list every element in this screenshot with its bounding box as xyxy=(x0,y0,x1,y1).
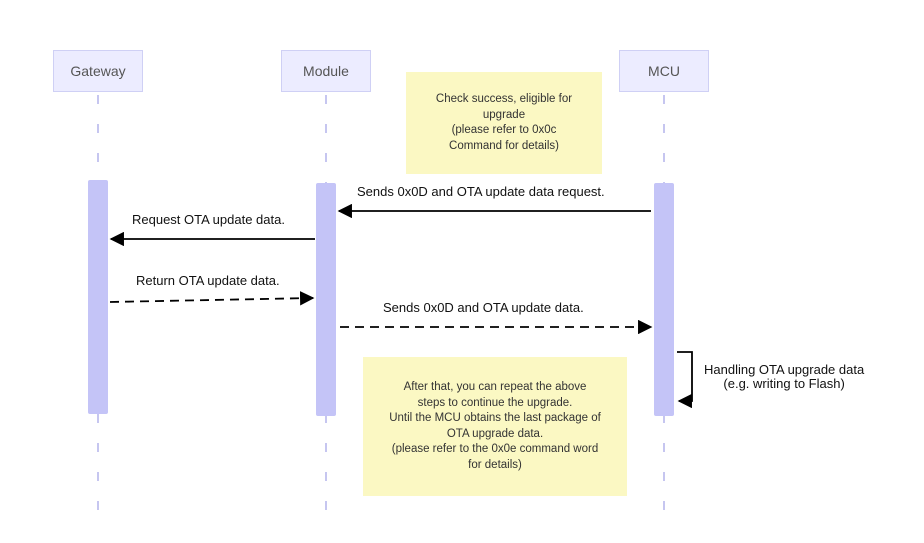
note-line: (please refer to 0x0c xyxy=(451,124,557,136)
self-message-line: (e.g. writing to Flash) xyxy=(723,376,845,391)
message-label-module-to-mcu: Sends 0x0D and OTA update data. xyxy=(383,300,584,315)
note-line: Command for details) xyxy=(449,139,559,152)
note-line: After that, you can repeat the above xyxy=(403,381,587,393)
activation-mcu xyxy=(654,183,674,416)
actor-mcu: MCU xyxy=(619,50,709,92)
note-line: steps to continue the upgrade. xyxy=(417,396,573,409)
note-check-success: Check success, eligible for upgrade (ple… xyxy=(406,72,602,174)
activation-module xyxy=(316,183,336,416)
note-line: for details) xyxy=(468,458,522,471)
actor-module: Module xyxy=(281,50,371,92)
note-line: Check success, eligible for xyxy=(435,93,573,105)
activation-gateway xyxy=(88,180,108,414)
note-line: OTA upgrade data. xyxy=(446,427,544,440)
message-label-module-to-gateway: Request OTA update data. xyxy=(132,212,285,227)
note-line: Until the MCU obtains the last package o… xyxy=(389,412,601,424)
message-label-mcu-to-module: Sends 0x0D and OTA update data request. xyxy=(357,184,605,199)
note-line: upgrade xyxy=(482,108,526,121)
actor-gateway: Gateway xyxy=(53,50,143,92)
message-label-gateway-to-module: Return OTA update data. xyxy=(136,273,280,288)
self-message-line: Handling OTA upgrade data xyxy=(704,362,865,377)
self-message-arrow-mcu xyxy=(677,351,693,409)
message-arrow-gateway-to-module xyxy=(109,291,315,306)
note-line: (please refer to the 0x0e command word xyxy=(391,443,599,455)
self-message-label-mcu: Handling OTA upgrade data (e.g. writing … xyxy=(704,363,864,391)
note-repeat-upgrade: After that, you can repeat the above ste… xyxy=(363,357,627,496)
